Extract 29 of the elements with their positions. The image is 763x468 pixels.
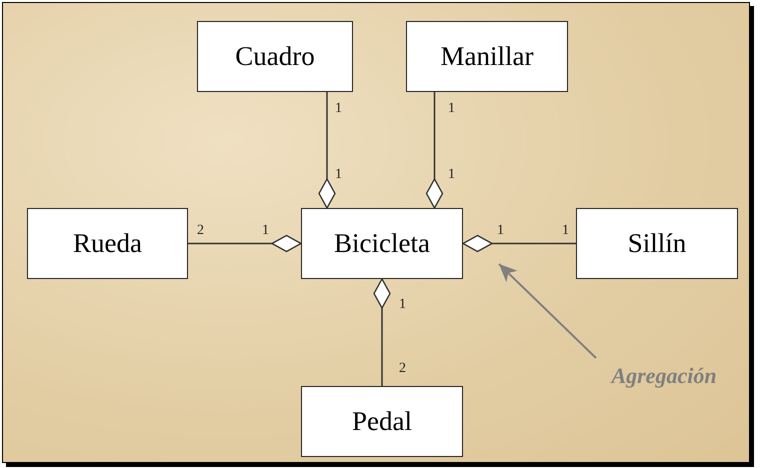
multiplicity-label: 1 [335,102,342,116]
class-name: Rueda [73,227,142,260]
aggregation-line [462,234,576,252]
aggregation-line [318,92,336,209]
multiplicity-label: 2 [197,224,204,238]
class-box [27,208,188,279]
callout-text: Agregación [611,362,717,390]
multiplicity-label: 1 [399,298,406,312]
class-box [301,386,463,457]
multiplicity-label: 1 [448,102,455,116]
class-name: Cuadro [235,40,315,74]
leader-arrow [498,263,597,359]
class-box [197,21,353,92]
multiplicity-label: 1 [335,168,342,182]
class-box [576,208,738,279]
class-name: Bicicleta [334,227,430,260]
multiplicity-label: 1 [562,224,569,238]
multiplicity-label: 1 [448,168,455,182]
class-name: Manillar [440,40,534,74]
class-box [406,21,568,92]
class-box [301,208,463,279]
multiplicity-label: 2 [399,362,406,376]
multiplicity-label: 1 [262,224,269,238]
aggregation-line [188,234,302,252]
class-name: Sillín [628,227,686,260]
multiplicity-label: 1 [497,224,504,238]
aggregation-line [373,278,391,386]
class-name: Pedal [352,405,412,438]
aggregation-line [426,92,444,209]
